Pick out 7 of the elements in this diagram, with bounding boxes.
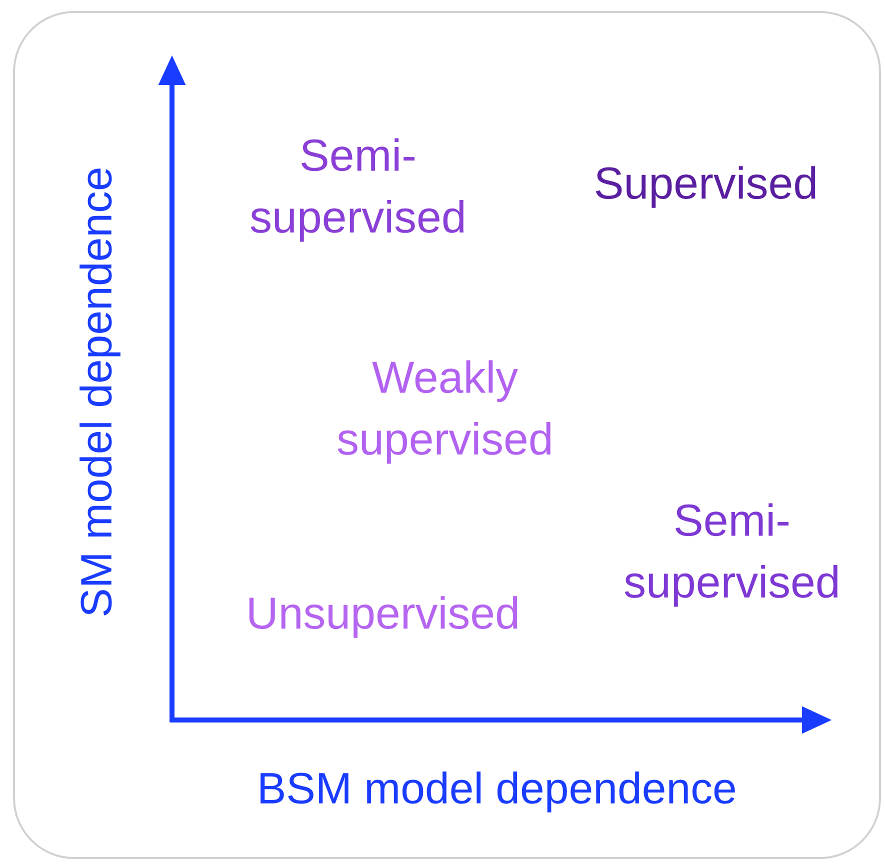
- region-label: Semi- supervised: [250, 138, 464, 242]
- region-label: Supervised: [596, 166, 816, 208]
- region-label: Unsupervised: [249, 596, 518, 638]
- axis-label: SM model dependence: [80, 168, 120, 616]
- region-label: Weakly supervised: [338, 360, 550, 464]
- axis-label: BSM model dependence: [260, 772, 735, 812]
- region-label: Semi- supervised: [624, 503, 838, 607]
